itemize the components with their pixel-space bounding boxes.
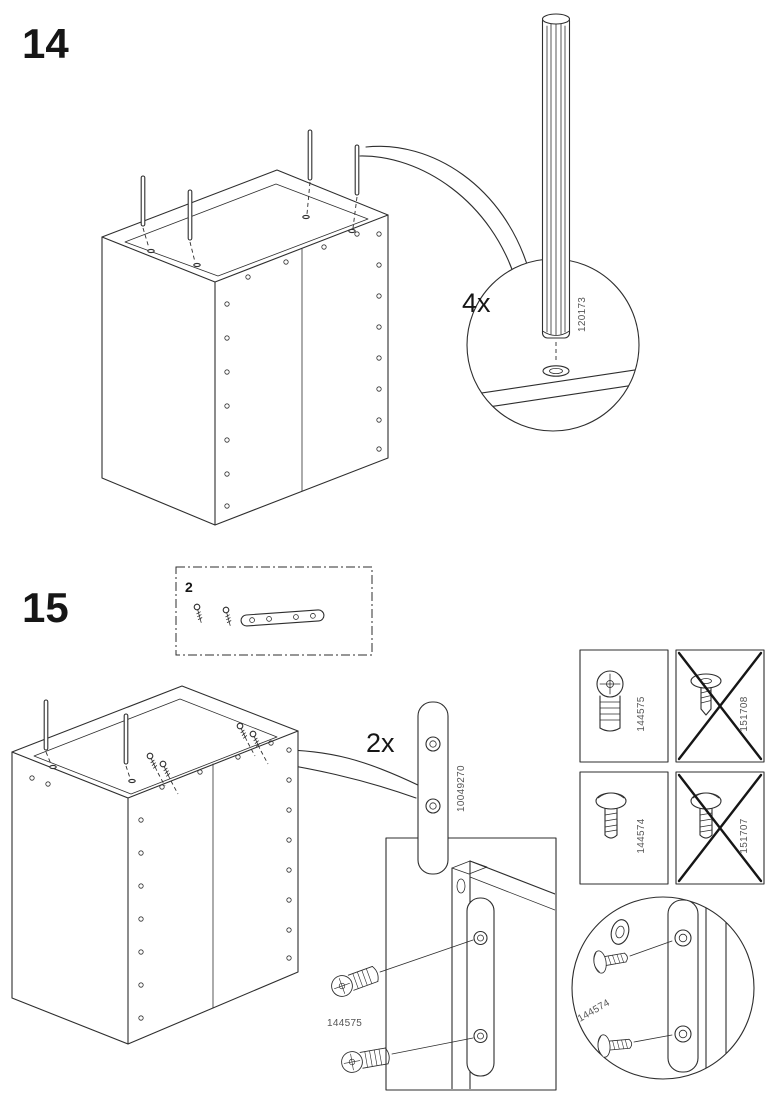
bracket-plate: [417, 701, 449, 875]
part-number-144574: 144574: [636, 818, 647, 853]
dowel-pin: [302, 129, 313, 220]
dowel-pin: [123, 713, 136, 784]
step14-detail-circle: 120173: [466, 13, 640, 432]
part-number-151707: 151707: [739, 818, 750, 853]
countersunk-hole: [610, 919, 630, 945]
dowel-pin: [43, 699, 57, 770]
step15-detail-circle: 144574: [571, 896, 755, 1080]
detail-panel-interior: [451, 860, 555, 1089]
round-screw: [596, 1031, 673, 1059]
step15-screw-holes: [29, 740, 292, 1021]
part-number-144575: 144575: [636, 696, 647, 731]
part-number-10049270: 10049270: [456, 765, 467, 812]
dowel-pin: [187, 189, 201, 268]
bracket-on-frame: [466, 897, 495, 1077]
step14-number: 14: [22, 20, 69, 67]
part-number-151708: 151708: [739, 696, 750, 731]
prohibited-cross-icon: [677, 651, 763, 761]
inset-screw-icon: [222, 606, 234, 627]
cam-screw: [339, 1037, 474, 1075]
step15-cabinet: [11, 685, 299, 1045]
step14-quantity: 4x: [462, 288, 491, 318]
hardware-box-cam-approved: 144575: [579, 649, 669, 763]
prohibited-cross-icon: [677, 773, 763, 883]
hardware-box-screw-approved: 144574: [579, 771, 669, 885]
hardware-box-screw-rejected-bottom: 151707: [675, 771, 765, 885]
inset-screw-icon: [193, 603, 205, 624]
round-screw: [591, 940, 673, 975]
step14-cabinet: [101, 129, 389, 526]
dowel-pin: [348, 144, 360, 234]
step14-screw-holes: [224, 231, 382, 509]
cam-screw: [328, 939, 474, 1000]
step15-quantity: 2x: [366, 728, 395, 758]
dowel-hole: [542, 365, 570, 377]
fluted-dowel: [541, 13, 571, 339]
part-number-144575-detail: 144575: [327, 1018, 362, 1029]
bracket-screws-insertion: [145, 721, 269, 795]
inset-bag-number: 2: [185, 579, 193, 595]
dowel-pin: [140, 175, 155, 254]
step15-number: 15: [22, 584, 69, 631]
inset-bracket-icon: [240, 609, 325, 627]
part-number-120173: 120173: [577, 297, 588, 332]
bracket-plate-detail: [667, 899, 699, 1073]
hardware-box-screw-rejected-top: 151708: [675, 649, 765, 763]
step14-leader-curve: [359, 145, 531, 285]
step15-hardware-inset: 2: [175, 566, 373, 656]
